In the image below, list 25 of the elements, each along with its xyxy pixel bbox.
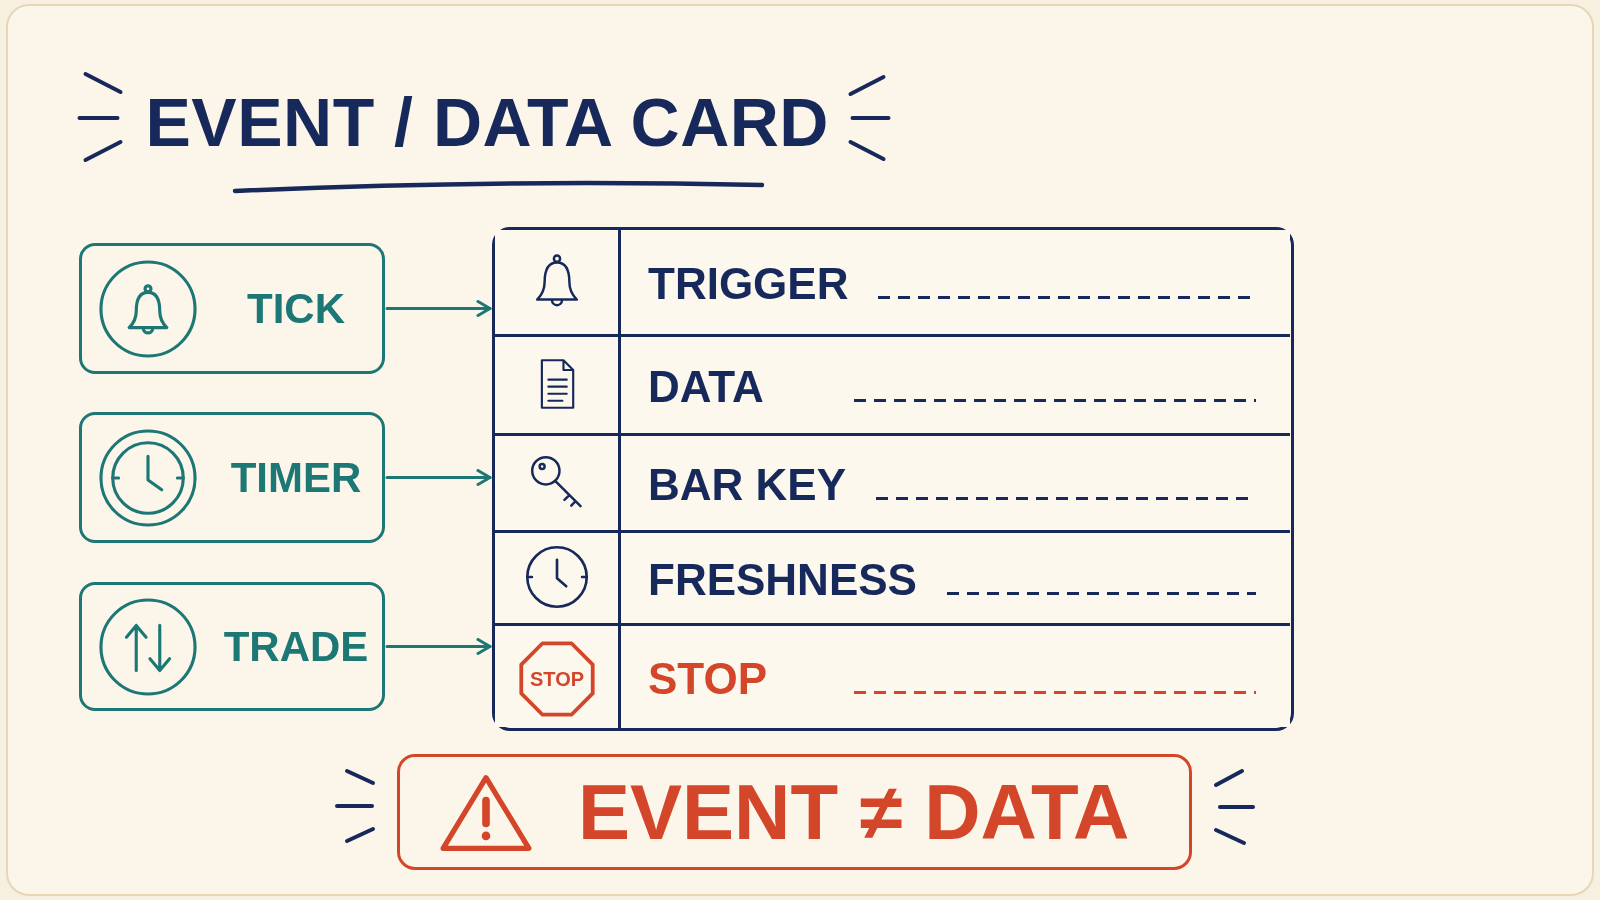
field-label: BAR KEY xyxy=(648,463,847,507)
field-label: DATA xyxy=(648,365,764,409)
field-label: TRIGGER xyxy=(648,262,849,306)
warning-banner xyxy=(397,754,1192,870)
card-row xyxy=(495,334,1290,433)
field-label: STOP xyxy=(648,656,767,701)
card-row xyxy=(495,530,1290,623)
source-box xyxy=(79,582,385,711)
title: EVENT / DATA CARD xyxy=(145,88,829,156)
banner-text: EVENT ≠ DATA xyxy=(578,773,1130,851)
box-label: TICK xyxy=(247,287,345,330)
arrow xyxy=(385,469,492,486)
source-box xyxy=(79,412,385,543)
field-label: FRESHNESS xyxy=(648,558,917,602)
stop-sign xyxy=(519,641,595,717)
box-label: TIMER xyxy=(230,456,362,499)
card-row xyxy=(495,623,1290,727)
card-row xyxy=(495,230,1290,334)
card-row xyxy=(495,433,1290,530)
arrow xyxy=(385,300,492,317)
arrow xyxy=(385,638,492,655)
box-label: TRADE xyxy=(223,625,369,668)
source-box xyxy=(79,243,385,374)
sign-text: STOP xyxy=(529,669,585,689)
data-card xyxy=(492,227,1294,731)
